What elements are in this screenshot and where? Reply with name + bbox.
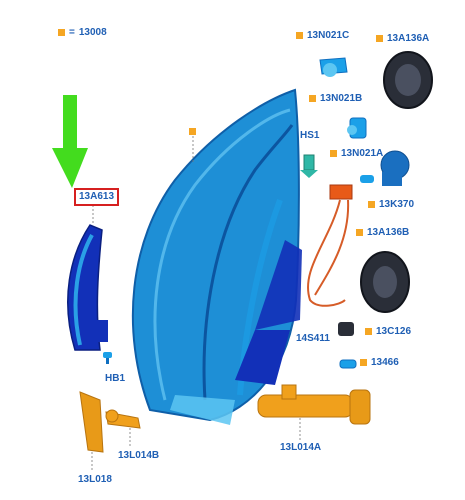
callout-hs1[interactable]: HS1 bbox=[300, 130, 320, 141]
headlamp-assembly[interactable] bbox=[131, 88, 302, 425]
dust-cap-13a136b[interactable] bbox=[360, 251, 410, 313]
amber-reflector-13l018[interactable] bbox=[79, 391, 104, 453]
callout-13a136a[interactable]: 13A136A bbox=[376, 33, 429, 45]
small-bulb-13466[interactable] bbox=[339, 359, 357, 369]
legend-equals: = bbox=[69, 27, 75, 38]
bulb-13n021c[interactable] bbox=[319, 57, 348, 77]
legend-code: 13008 bbox=[78, 27, 107, 38]
connector-13c126[interactable] bbox=[338, 322, 354, 336]
hs1-bulb[interactable] bbox=[300, 154, 318, 178]
washer-pump-13l014a[interactable] bbox=[257, 384, 371, 425]
legend: =13008 bbox=[58, 27, 107, 39]
bulb-13n021b[interactable] bbox=[347, 117, 367, 139]
callout-13n021c[interactable]: 13N021C bbox=[296, 30, 349, 42]
callout-13c126[interactable]: 13C126 bbox=[365, 326, 411, 338]
callout-13l014b[interactable]: 13L014B bbox=[118, 450, 160, 461]
callout-13l014a[interactable]: 13L014A bbox=[280, 442, 322, 453]
highlighted-callout-13a613[interactable]: 13A613 bbox=[74, 188, 120, 206]
pointer-arrow bbox=[52, 95, 88, 188]
hb1-bulb[interactable] bbox=[103, 352, 112, 364]
callout-hb1[interactable]: HB1 bbox=[105, 373, 126, 384]
dust-cap-13a136a[interactable] bbox=[383, 51, 433, 109]
socket-13k370[interactable] bbox=[380, 150, 410, 186]
callout-13a136b[interactable]: 13A136B bbox=[356, 227, 409, 239]
callout-13466[interactable]: 13466 bbox=[360, 357, 399, 369]
washer-jet-13l014b[interactable] bbox=[105, 409, 141, 429]
callout-13n021b[interactable]: 13N021B bbox=[309, 93, 362, 105]
bulb-13n021a[interactable] bbox=[360, 175, 374, 183]
callout-13n021a[interactable]: 13N021A bbox=[330, 148, 383, 160]
headlamp-marker bbox=[189, 128, 196, 135]
callout-13l018[interactable]: 13L018 bbox=[78, 474, 112, 485]
legend-marker bbox=[58, 28, 65, 36]
callout-13k370[interactable]: 13K370 bbox=[368, 199, 414, 211]
callout-14s411[interactable]: 14S411 bbox=[296, 333, 330, 344]
side-lamp-13a613[interactable] bbox=[67, 224, 108, 351]
wiring-14s411[interactable] bbox=[307, 184, 353, 307]
